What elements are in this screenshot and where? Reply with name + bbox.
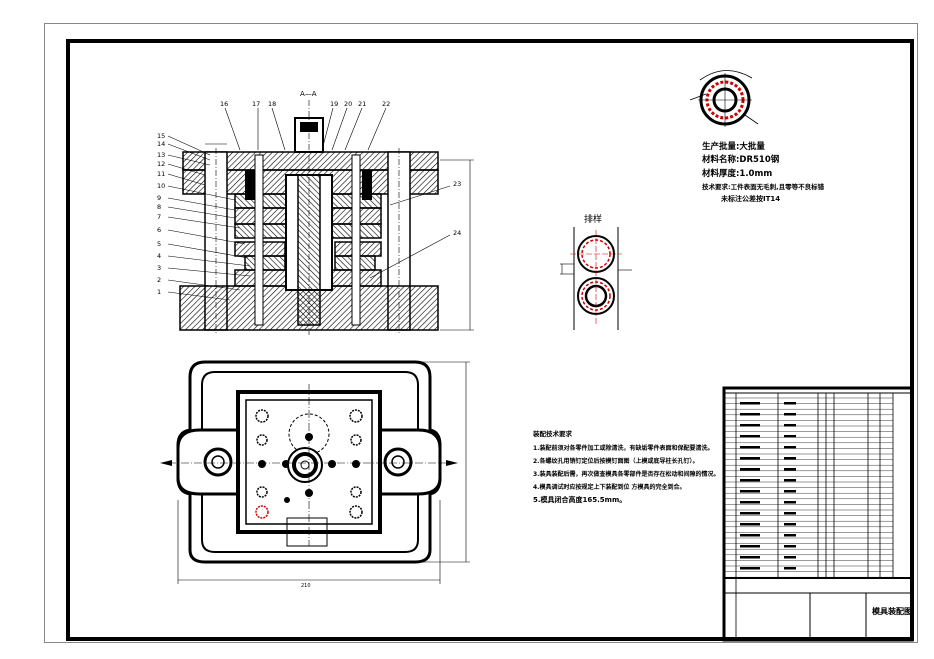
note-item: 3.装具装配后需，再次做查模具各零部件是否存在松动和间隙的情况。 — [533, 471, 720, 478]
part-number: 24 — [453, 229, 462, 237]
part-number: 11 — [157, 170, 166, 178]
leader-lines — [167, 107, 451, 301]
plan-view — [160, 360, 470, 584]
part-number: 8 — [157, 203, 162, 211]
bom-entry-mark — [740, 468, 760, 471]
bom-entry-mark — [784, 501, 796, 504]
bom-entry-mark — [784, 490, 796, 493]
part-number: 17 — [252, 100, 261, 108]
spec-line: 材料名称:DR510钢 — [702, 155, 780, 165]
bom-entry-mark — [740, 490, 760, 493]
bom-entry-mark — [740, 523, 760, 526]
part-number: 21 — [358, 100, 367, 108]
part-number: 3 — [157, 264, 162, 272]
spec-line: 材料厚度:1.0mm — [702, 169, 773, 179]
bom-entry-mark — [784, 534, 796, 537]
note-item: 4.模具调试时应按规定上下装配到位 方模具的完全到合。 — [533, 484, 686, 491]
title-block — [722, 386, 914, 642]
part-number: 6 — [157, 226, 162, 234]
strip-layout — [560, 227, 632, 330]
part-number: 14 — [157, 140, 166, 148]
part-number: 18 — [268, 100, 277, 108]
sheet-border — [44, 23, 918, 643]
bom-entry-mark — [740, 457, 760, 460]
bom-entry-mark — [784, 512, 796, 515]
bom-entry-mark — [784, 413, 796, 416]
bom-entry-mark — [740, 534, 760, 537]
part-number: 13 — [157, 151, 166, 159]
bom-entry-mark — [784, 435, 796, 438]
bom-entry-mark — [784, 567, 796, 570]
part-number: 16 — [220, 100, 229, 108]
bom-entry-mark — [740, 545, 760, 548]
bom-entry-mark — [784, 545, 796, 548]
note-item: 2.各螺纹孔用销钉定位后按模钉面图（上模或底导柱长孔钉）。 — [533, 458, 699, 465]
bom-entry-mark — [740, 479, 760, 482]
part-number: 1 — [157, 288, 162, 296]
bom-entry-mark — [784, 457, 796, 460]
part-number: 9 — [157, 194, 162, 202]
part-number: 7 — [157, 213, 162, 221]
part-number: 20 — [344, 100, 353, 108]
bom-entry-mark — [784, 446, 796, 449]
part-number: 4 — [157, 252, 162, 260]
part-number: 15 — [157, 132, 166, 140]
part-number: 2 — [157, 276, 162, 284]
spec-line: 技术要求:工件表面无毛刺,且零等不良标错 — [702, 183, 825, 191]
bom-entry-mark — [740, 512, 760, 515]
section-label: A—A — [300, 90, 317, 98]
strip-layout-label: 排样 — [584, 215, 603, 225]
spec-line: 未标注公差按IT14 — [721, 195, 781, 203]
bom-entry-mark — [740, 413, 760, 416]
drawing-title: 模具装配图 — [872, 607, 912, 616]
bom-entry-mark — [784, 468, 796, 471]
bom-entry-mark — [784, 556, 796, 559]
section-view — [179, 100, 474, 335]
bom-entry-mark — [740, 402, 760, 405]
part-number: 19 — [330, 100, 339, 108]
bom-entry-mark — [740, 446, 760, 449]
part-number: 5 — [157, 240, 162, 248]
bom-entry-mark — [740, 424, 760, 427]
note-item: 1.装配前须对各零件加工或除清洗，有缺垢零件表面和保配要清洗。 — [533, 445, 714, 452]
part-number: 12 — [157, 160, 166, 168]
note-item: 5.模具闭合高度165.5mm。 — [533, 496, 627, 504]
spec-line: 生产批量:大批量 — [702, 142, 765, 152]
overall-width-dimension: 210 — [301, 583, 311, 589]
part-number: 23 — [453, 180, 462, 188]
bom-rows — [724, 397, 893, 578]
notes-title: 装配技术要求 — [533, 430, 572, 438]
part-number: 10 — [157, 182, 166, 190]
bom-entry-mark — [784, 402, 796, 405]
bom-entry-mark — [784, 424, 796, 427]
bom-entry-mark — [784, 523, 796, 526]
part-number: 22 — [382, 100, 391, 108]
bom-entry-mark — [740, 501, 760, 504]
part-view — [689, 70, 759, 127]
drawing-frame — [66, 39, 914, 641]
bom-entry-mark — [740, 567, 760, 570]
bom-entry-mark — [740, 556, 760, 559]
bom-entry-mark — [784, 479, 796, 482]
bom-entry-mark — [740, 435, 760, 438]
